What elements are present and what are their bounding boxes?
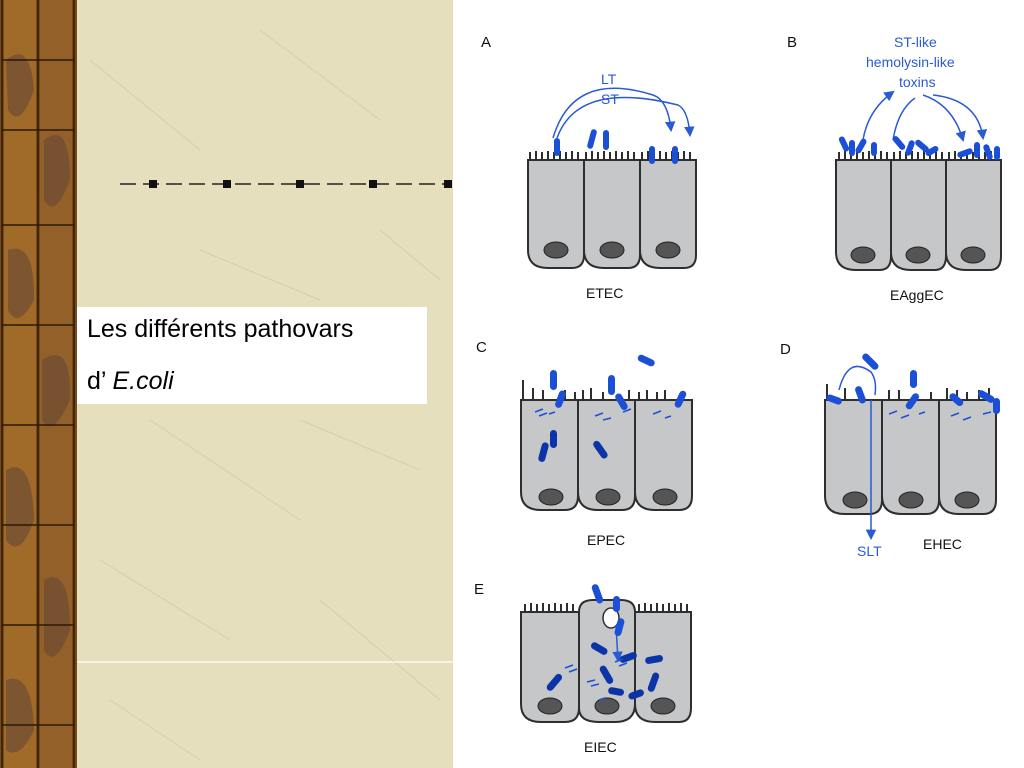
eiec-bacteria [546, 584, 664, 700]
panel-a-etec: A LT ST ETEC [481, 34, 697, 301]
ehec-pedestal-marks [888, 410, 992, 421]
epithelial-cells-epec [520, 380, 693, 511]
panel-b-eaggec: B ST-like hemolysin-like toxins [787, 34, 1002, 303]
epec-bacteria [538, 354, 687, 462]
panel-name-etec: ETEC [586, 285, 623, 301]
eiec-actin-marks [564, 658, 628, 701]
etec-label-lt: LT [601, 71, 617, 87]
eaggec-bacteria [838, 136, 1000, 160]
etec-bacteria [554, 129, 678, 164]
slide-title-line1: Les différents pathovars [87, 315, 354, 343]
epithelial-cells-eaggec [835, 151, 1002, 271]
slide-title-prefix: d’ [87, 367, 106, 395]
ehec-bacteria [826, 353, 1000, 414]
eaggec-label-toxins: toxins [899, 74, 936, 90]
panel-name-eiec: EIEC [584, 739, 617, 755]
panel-e-eiec: E EIEC [474, 581, 692, 755]
etec-toxin-arrows [552, 87, 695, 139]
ehec-label-slt: SLT [857, 543, 882, 559]
epithelial-cells-etec [527, 151, 697, 269]
slide-title-line2: d’ E.coli [87, 367, 174, 396]
panel-letter-c: C [476, 339, 487, 356]
etec-label-st: ST [601, 91, 619, 107]
eaggec-label-st-like: ST-like [894, 34, 937, 50]
ehec-slt-arrows [838, 365, 877, 541]
eaggec-label-hemolysin-like: hemolysin-like [866, 54, 955, 70]
panel-name-eaggec: EAggEC [890, 287, 944, 303]
wood-frame [0, 0, 77, 768]
panel-d-ehec: D SLT EHEC [780, 341, 1000, 559]
slide-title-organism: E.coli [112, 367, 174, 395]
panel-letter-d: D [780, 341, 791, 358]
panel-c-epec: C EPEC [476, 339, 693, 548]
panel-name-ehec: EHEC [923, 536, 962, 552]
panel-name-epec: EPEC [587, 532, 625, 548]
panel-letter-a: A [481, 34, 491, 51]
pathovar-diagram: A LT ST ETEC B [453, 0, 1024, 768]
panel-letter-b: B [787, 34, 797, 51]
epec-pedestal-marks [534, 408, 672, 421]
epithelial-cells-eiec [520, 599, 692, 723]
panel-letter-e: E [474, 581, 484, 598]
eaggec-toxin-arrows [862, 90, 988, 143]
dashed-rule [120, 180, 452, 188]
slide-title-box: Les différents pathovars d’ E.coli [77, 307, 427, 404]
